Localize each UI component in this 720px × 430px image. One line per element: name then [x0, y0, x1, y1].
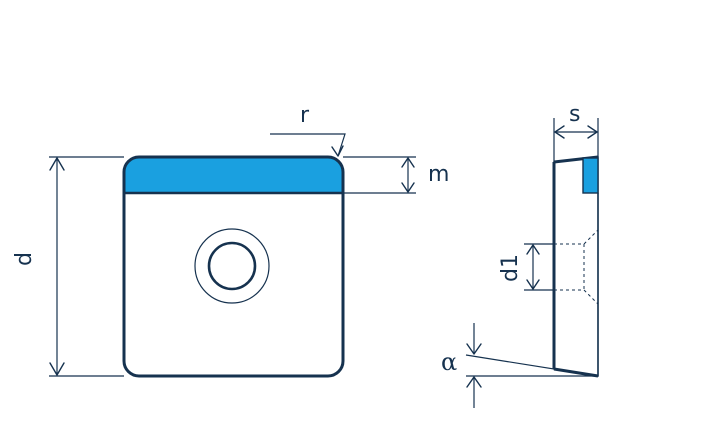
label-alpha: α	[441, 348, 457, 376]
d-arrow-top	[49, 157, 65, 171]
alpha-arrow-upper-head	[466, 343, 482, 355]
alpha-arrow-lower-head	[466, 376, 482, 388]
m-arrow-bottom	[401, 182, 415, 193]
r-arrow-head	[331, 145, 344, 157]
land-band	[124, 157, 343, 194]
label-d: d	[12, 252, 37, 266]
radius-r: r	[270, 103, 346, 157]
s-arrow-right	[587, 125, 598, 139]
dimension-d1: d1	[498, 243, 554, 291]
label-s: s	[569, 102, 580, 127]
angle-alpha: α	[441, 323, 599, 408]
side-land-band	[582, 157, 599, 194]
alpha-angled-line	[465, 354, 599, 377]
s-arrow-left	[554, 125, 565, 139]
label-m: m	[428, 162, 449, 187]
label-d1: d1	[498, 254, 523, 282]
hole-outer-circle	[194, 228, 270, 304]
hidden-hole-top	[554, 229, 599, 245]
d-arrow-bottom	[49, 362, 65, 376]
front-view	[122, 155, 345, 378]
insert-outline	[122, 155, 345, 378]
d1-arrow-bottom	[526, 279, 540, 290]
dimension-m: m	[343, 156, 449, 194]
m-arrow-top	[401, 157, 415, 168]
d1-arrow-top	[526, 244, 540, 255]
dimension-s: s	[553, 102, 599, 162]
hidden-hole-bottom	[554, 289, 599, 305]
dimension-d: d	[12, 156, 124, 377]
r-leader-line	[270, 133, 346, 157]
label-r: r	[300, 103, 310, 128]
hole-inner-circle	[207, 241, 257, 291]
side-view	[552, 155, 599, 378]
